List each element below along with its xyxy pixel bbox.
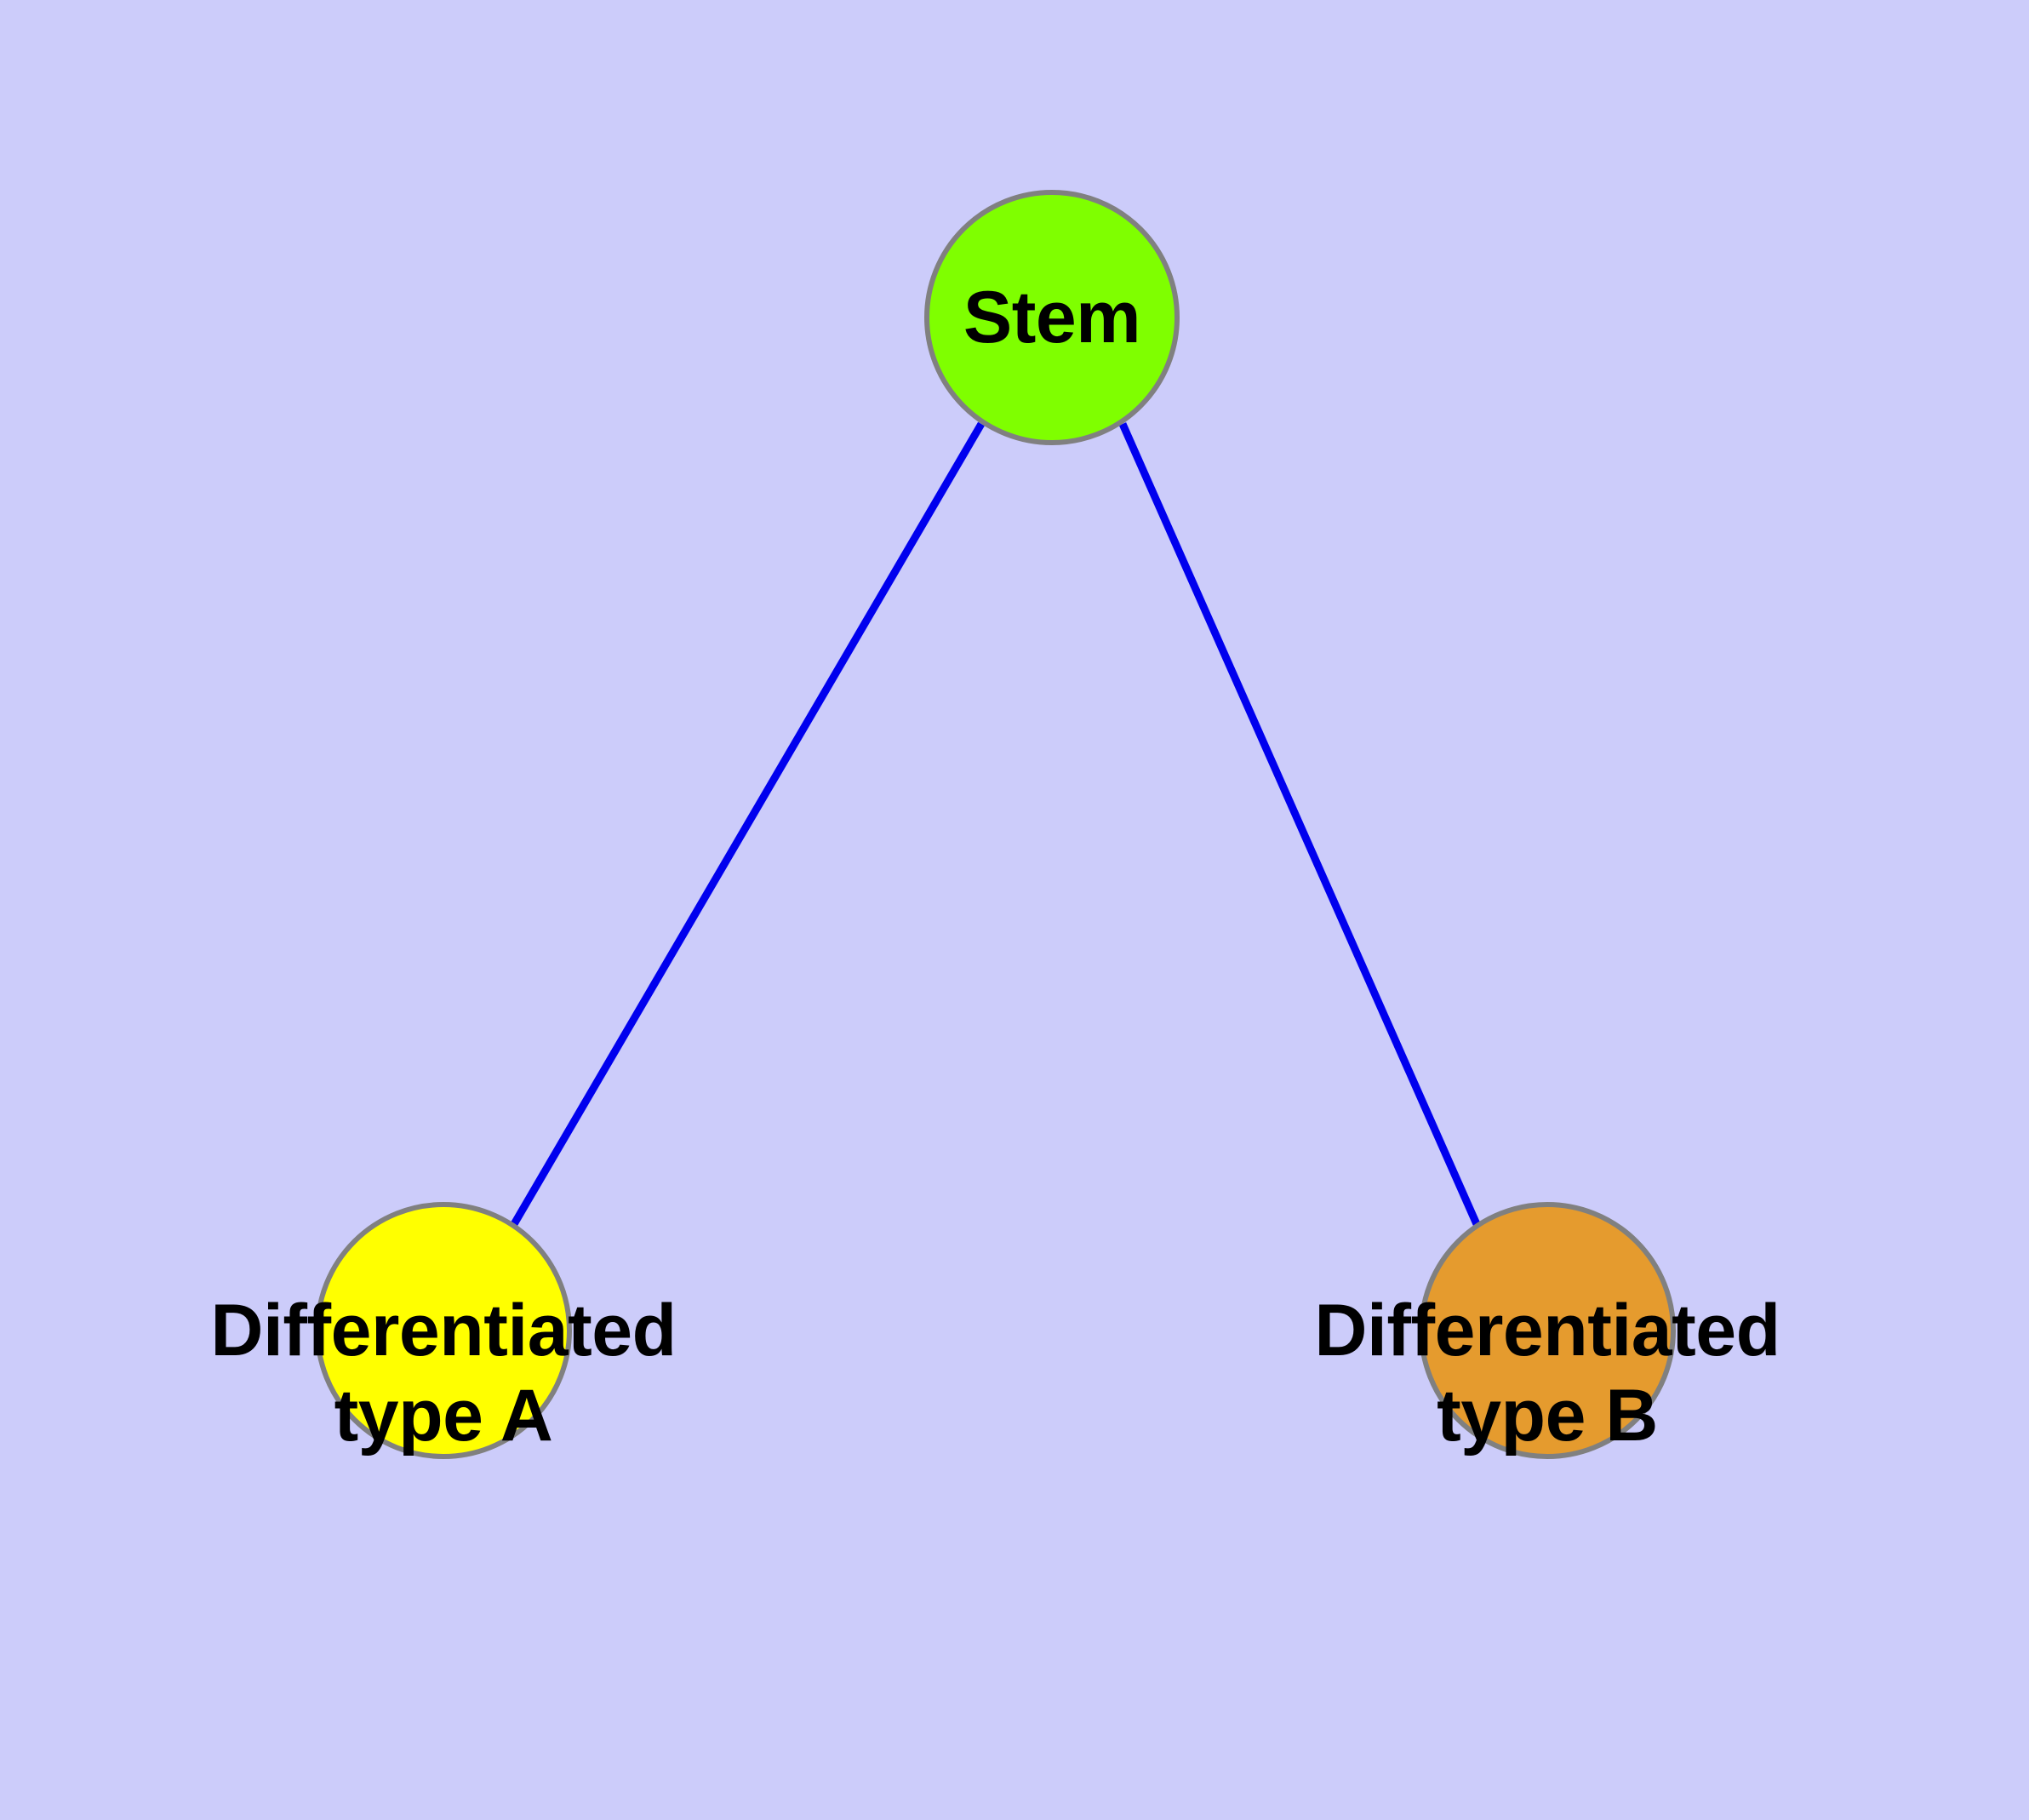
- node-circle-stem[interactable]: [924, 190, 1180, 445]
- node-circle-diff-b[interactable]: [1419, 1202, 1676, 1459]
- edge-stem-to-diff-a[interactable]: [511, 421, 985, 1227]
- node-circle-diff-a[interactable]: [315, 1202, 572, 1459]
- edge-stem-to-diff-b[interactable]: [1118, 422, 1481, 1226]
